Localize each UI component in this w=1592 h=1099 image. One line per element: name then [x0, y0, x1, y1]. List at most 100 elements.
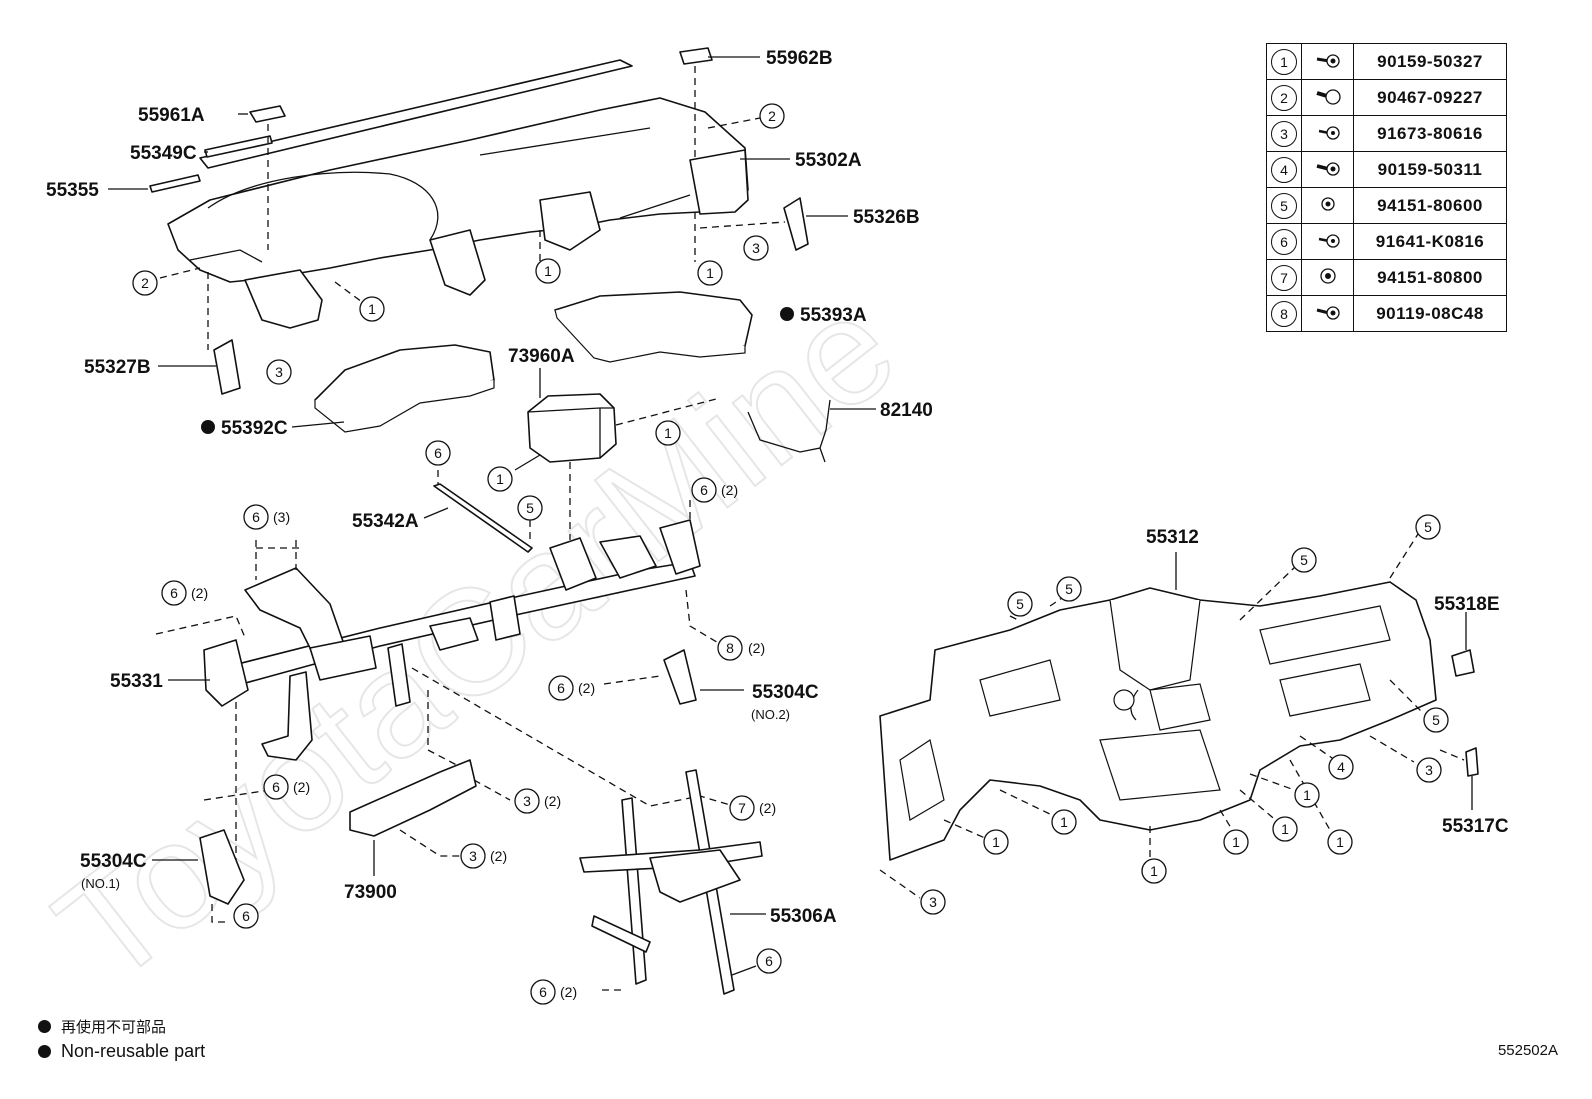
legend-row-en: Non-reusable part — [38, 1039, 205, 1064]
fastener-part-number: 90119-08C48 — [1353, 295, 1507, 332]
callout-3: 3 — [920, 889, 946, 915]
fastener-icon — [1301, 295, 1354, 332]
legend-en-text: Non-reusable part — [61, 1041, 206, 1061]
leader-lines — [108, 56, 1473, 915]
vent-55961A — [249, 105, 286, 123]
qty-label: (2) — [759, 800, 776, 816]
callout-6: 6 — [263, 774, 289, 800]
svg-text:7: 7 — [738, 800, 746, 816]
callout-2: 2 — [132, 270, 158, 296]
quantity-labels: (2) (3) (2) (2) (2) (2) (2) (2) (2) (2) — [191, 482, 776, 1000]
fastener-icon — [1301, 43, 1354, 80]
callout-1: 1 — [1272, 816, 1298, 842]
svg-text:1: 1 — [992, 834, 1000, 850]
nonreusable-dot-icon — [38, 1045, 51, 1058]
fastener-ref-number: 1 — [1271, 48, 1297, 75]
label-55304C-no2-sub: (NO.2) — [751, 707, 790, 722]
callout-7: 7 — [729, 795, 755, 821]
callout-4: 4 — [1328, 754, 1354, 780]
svg-text:6: 6 — [557, 680, 565, 696]
svg-text:5: 5 — [1016, 596, 1024, 612]
callout-5: 5 — [1056, 576, 1082, 602]
fastener-ref-cell: 2 — [1266, 79, 1302, 116]
svg-text:6: 6 — [252, 509, 260, 525]
defroster-molding — [199, 59, 633, 169]
svg-text:5: 5 — [1432, 712, 1440, 728]
svg-text:5: 5 — [526, 500, 534, 516]
bracket-55318E — [1451, 649, 1475, 677]
qty-label: (2) — [721, 482, 738, 498]
legend-jp-text: 再使用不可部品 — [61, 1018, 167, 1036]
label-55317C: 55317C — [1442, 816, 1509, 837]
callout-5: 5 — [1291, 547, 1317, 573]
svg-text:6: 6 — [242, 908, 250, 924]
garnish-55355 — [149, 174, 201, 193]
callout-3: 3 — [514, 788, 540, 814]
callout-1: 1 — [983, 829, 1009, 855]
svg-text:3: 3 — [275, 364, 283, 380]
label-55306A: 55306A — [770, 906, 837, 927]
label-55326B: 55326B — [853, 207, 920, 228]
label-55304C-no1: 55304C — [80, 851, 147, 872]
fastener-icon — [1301, 223, 1354, 260]
svg-text:1: 1 — [706, 265, 714, 281]
svg-text:8: 8 — [726, 640, 734, 656]
callout-6: 6 — [233, 903, 259, 929]
label-55318E: 55318E — [1434, 594, 1500, 615]
fastener-ref-cell: 6 — [1266, 223, 1302, 260]
fastener-part-number: 90159-50327 — [1353, 43, 1507, 80]
callout-3: 3 — [743, 235, 769, 261]
qty-label: (3) — [273, 509, 290, 525]
svg-text:4: 4 — [1337, 759, 1345, 775]
label-82140: 82140 — [880, 400, 933, 421]
callouts: 2 2 1 1 1 3 3 1 1 6 5 6 6 6 8 6 6 3 7 3 … — [132, 103, 1449, 1005]
callout-1: 1 — [1223, 829, 1249, 855]
callout-1: 1 — [655, 420, 681, 446]
svg-text:3: 3 — [752, 240, 760, 256]
fastener-icon — [1301, 259, 1354, 296]
reinforcement-55331 — [203, 519, 701, 761]
qty-label: (2) — [578, 680, 595, 696]
svg-text:6: 6 — [170, 585, 178, 601]
fastener-ref-cell: 5 — [1266, 187, 1302, 224]
fastener-icon — [1301, 151, 1354, 188]
svg-text:3: 3 — [469, 848, 477, 864]
legend-row-jp: 再使用不可部品 — [38, 1014, 205, 1039]
qty-label: (2) — [544, 793, 561, 809]
svg-text:6: 6 — [765, 953, 773, 969]
diagram-code: 552502A — [1497, 1042, 1558, 1059]
callout-1: 1 — [1294, 782, 1320, 808]
label-55312: 55312 — [1146, 527, 1199, 548]
label-55302A: 55302A — [795, 150, 862, 171]
svg-text:1: 1 — [1281, 821, 1289, 837]
svg-text:6: 6 — [434, 445, 442, 461]
fastener-part-number: 94151-80600 — [1353, 187, 1507, 224]
fastener-ref-cell: 7 — [1266, 259, 1302, 296]
svg-text:1: 1 — [544, 263, 552, 279]
svg-text:3: 3 — [929, 894, 937, 910]
label-55962B: 55962B — [766, 48, 833, 69]
bracket-55326B — [783, 197, 809, 251]
label-55304C-no1-sub: (NO.1) — [81, 876, 120, 891]
fastener-part-number: 91673-80616 — [1353, 115, 1507, 152]
label-55349C: 55349C — [130, 143, 197, 164]
svg-text:2: 2 — [768, 108, 776, 124]
callout-6: 6 — [756, 948, 782, 974]
callout-5: 5 — [1415, 514, 1441, 540]
fastener-ref-number: 3 — [1271, 120, 1297, 147]
vent-55962B — [679, 47, 713, 65]
bracket-55317C — [1465, 747, 1479, 777]
callout-3: 3 — [266, 359, 292, 385]
bracket-73900 — [349, 759, 477, 837]
label-55392C: 55392C — [221, 418, 288, 439]
svg-text:5: 5 — [1424, 519, 1432, 535]
svg-text:1: 1 — [1336, 834, 1344, 850]
svg-text:1: 1 — [1303, 787, 1311, 803]
callout-5: 5 — [1423, 707, 1449, 733]
callout-1: 1 — [1051, 809, 1077, 835]
callout-1: 1 — [535, 258, 561, 284]
fastener-part-number: 94151-80800 — [1353, 259, 1507, 296]
